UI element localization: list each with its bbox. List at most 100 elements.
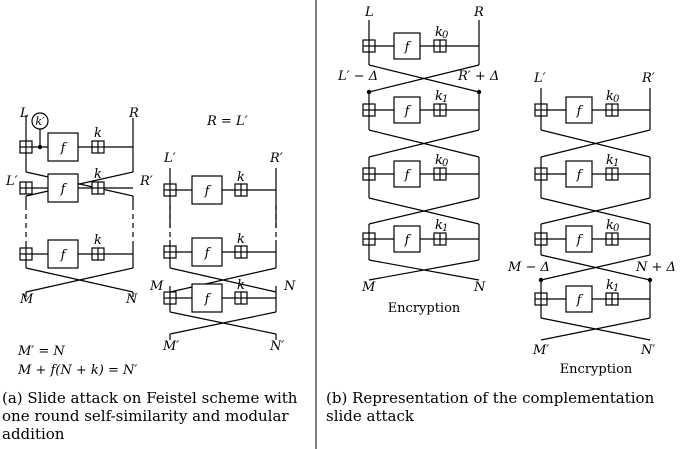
f-label: f xyxy=(404,104,412,119)
f-label: f xyxy=(576,293,584,308)
junction-dot xyxy=(538,277,544,283)
input-r-label: R xyxy=(128,106,139,121)
f-box xyxy=(191,237,223,267)
output-n-label: N xyxy=(473,280,486,295)
key-label: k xyxy=(94,126,102,141)
f-box xyxy=(565,96,593,124)
modular-add-icon xyxy=(362,39,376,53)
encryption-label: Encryption xyxy=(388,301,461,316)
m-label: M xyxy=(149,279,164,294)
m-minus-delta-label: M − Δ xyxy=(507,260,550,275)
key-label: k xyxy=(435,153,443,168)
f-label: f xyxy=(404,168,412,183)
l-prime-label: L′ xyxy=(5,174,18,189)
f-label: f xyxy=(60,248,68,263)
key-prime-label: k′ xyxy=(35,115,45,128)
equation-1: M′ = N xyxy=(17,344,65,359)
key-label: k xyxy=(606,278,614,293)
key-label: k xyxy=(435,218,443,233)
modular-add-icon xyxy=(433,103,447,117)
f-label: f xyxy=(60,182,68,197)
f-box xyxy=(393,225,421,253)
f-box xyxy=(47,239,79,269)
key-sub-0: 0 xyxy=(613,223,620,234)
modular-add-icon xyxy=(605,232,619,246)
n-plus-delta-label: N + Δ xyxy=(635,260,676,275)
l-prime-label: L′ xyxy=(533,71,546,86)
f-label: f xyxy=(404,233,412,248)
f-label: f xyxy=(404,40,412,55)
modular-add-icon xyxy=(362,232,376,246)
modular-add-icon xyxy=(605,103,619,117)
n-prime-label: N′ xyxy=(269,339,284,354)
f-box xyxy=(565,225,593,253)
modular-add-icon xyxy=(163,245,177,259)
input-l-label: L xyxy=(19,106,29,121)
m-prime-label: M′ xyxy=(162,339,179,354)
f-box xyxy=(393,160,421,188)
modular-add-icon xyxy=(91,140,105,154)
modular-add-icon xyxy=(19,140,33,154)
key-label: k xyxy=(237,170,245,185)
modular-add-icon xyxy=(605,292,619,306)
key-label: k xyxy=(94,167,102,182)
r-plus-delta-label: R′ + Δ xyxy=(457,69,499,84)
input-r-label: R xyxy=(473,5,484,20)
r-prime-label: R′ xyxy=(641,71,655,86)
r-prime-label: R′ xyxy=(139,174,153,189)
left-slid-diagram: R = L′ f f f k k k L′ R′ M xyxy=(17,114,296,378)
modular-add-icon xyxy=(163,183,177,197)
m-prime-label: M′ xyxy=(532,343,549,358)
key-label: k xyxy=(435,25,443,40)
f-box xyxy=(47,173,79,203)
modular-add-icon xyxy=(19,181,33,195)
junction-dot xyxy=(647,277,653,283)
left-feistel-diagram: f f f k′ k k k L R L′ R′ M N xyxy=(5,106,153,307)
modular-add-icon xyxy=(362,103,376,117)
output-m-label: M xyxy=(361,280,376,295)
key-sub-0: 0 xyxy=(442,30,449,41)
key-label: k xyxy=(237,278,245,293)
key-label: k xyxy=(435,89,443,104)
modular-add-icon xyxy=(433,232,447,246)
f-box xyxy=(191,283,223,313)
modular-add-icon xyxy=(534,103,548,117)
r-prime-label: R′ xyxy=(269,151,283,166)
f-box xyxy=(393,32,421,60)
modular-add-icon xyxy=(534,292,548,306)
key-label: k xyxy=(606,218,614,233)
modular-add-icon xyxy=(534,232,548,246)
modular-add-icon xyxy=(91,247,105,261)
n-label: N xyxy=(283,279,296,294)
n-prime-label: N′ xyxy=(640,343,655,358)
key-sub-1: 1 xyxy=(442,94,448,105)
f-box xyxy=(47,132,79,162)
modular-add-icon xyxy=(234,183,248,197)
junction-dot xyxy=(476,89,482,95)
output-m-label: M xyxy=(19,292,34,307)
key-sub-1: 1 xyxy=(613,158,619,169)
modular-add-icon xyxy=(19,247,33,261)
key-sub-0: 0 xyxy=(613,94,620,105)
key-sub-0: 0 xyxy=(442,158,449,169)
f-label: f xyxy=(204,246,212,261)
key-sub-1: 1 xyxy=(613,283,619,294)
encryption-label: Encryption xyxy=(560,362,633,377)
caption-a: (a) Slide attack on Feistel scheme with … xyxy=(2,389,298,443)
junction-dot xyxy=(37,144,43,150)
modular-add-icon xyxy=(362,167,376,181)
right-encryption-diagram: f f f f k 0 k 1 k 0 k 1 L′ R′ M − Δ N + … xyxy=(507,71,676,377)
key-label: k xyxy=(606,153,614,168)
modular-add-icon xyxy=(91,181,105,195)
l-minus-delta-label: L′ − Δ xyxy=(337,69,378,84)
f-label: f xyxy=(204,184,212,199)
f-box xyxy=(565,285,593,313)
f-box xyxy=(393,96,421,124)
key-label: k xyxy=(606,89,614,104)
key-label: k xyxy=(237,232,245,247)
junction-dot xyxy=(366,89,372,95)
l-prime-label: L′ xyxy=(163,151,176,166)
modular-add-icon xyxy=(605,167,619,181)
modular-add-icon xyxy=(234,245,248,259)
